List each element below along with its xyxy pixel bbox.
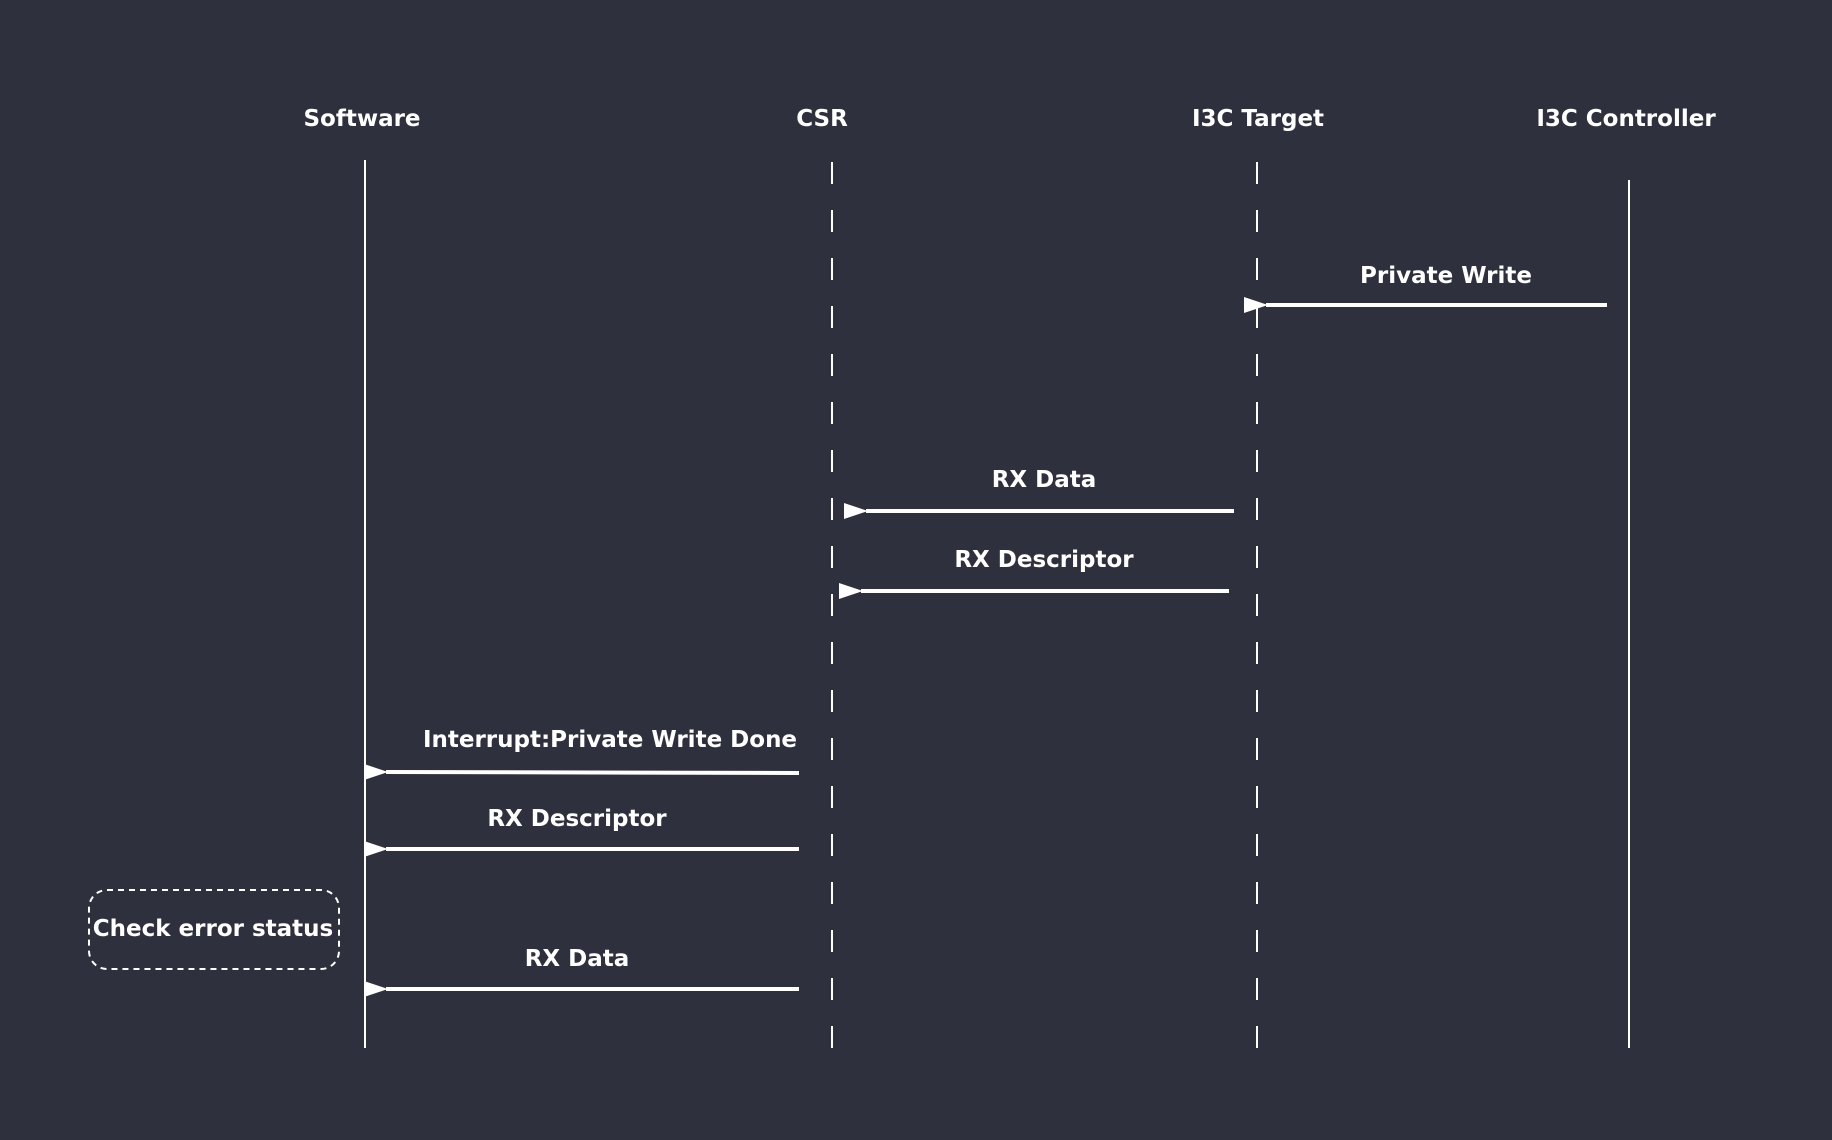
lifeline-label-i3c-controller: I3C Controller	[1536, 106, 1716, 132]
message-label-rx-descriptor-to-csr: RX Descriptor	[954, 547, 1134, 573]
note-check-error-status	[88, 889, 340, 970]
message-label-rx-data-to-csr: RX Data	[992, 467, 1097, 493]
message-label-rx-data-to-software: RX Data	[525, 946, 630, 972]
lifeline-label-csr: CSR	[796, 106, 848, 132]
message-label-rx-descriptor-to-software: RX Descriptor	[487, 806, 667, 832]
note-label-check-error-status: Check error status	[93, 916, 334, 942]
message-arrow-interrupt-private-write-done	[363, 763, 800, 780]
lifeline-label-software: Software	[303, 106, 420, 132]
lifeline-label-i3c-target: I3C Target	[1192, 106, 1324, 132]
message-label-private-write: Private Write	[1360, 263, 1532, 289]
message-label-interrupt-private-write-done: Interrupt:Private Write Done	[423, 727, 797, 753]
